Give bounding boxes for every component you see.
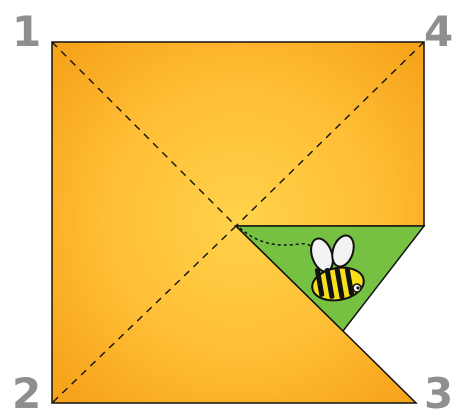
corner-number-2: 2 [12,369,41,413]
bee-stripe-2 [324,268,335,299]
corner-number-4: 4 [424,7,453,56]
bee-stripe-4 [344,268,355,296]
fold-line-center-to-2 [51,225,237,404]
fold-line-1-to-center [51,41,237,227]
bee-icon [310,234,365,302]
fold-line-4-to-center [235,41,425,227]
bee-right-wing [331,234,355,268]
bee-pupil [356,286,360,290]
bee-stripe-3 [334,268,345,299]
corner-number-1: 1 [12,7,41,56]
folded-paper [51,41,425,404]
bee-stripe-1 [314,268,325,297]
corner-number-3: 3 [424,369,453,413]
